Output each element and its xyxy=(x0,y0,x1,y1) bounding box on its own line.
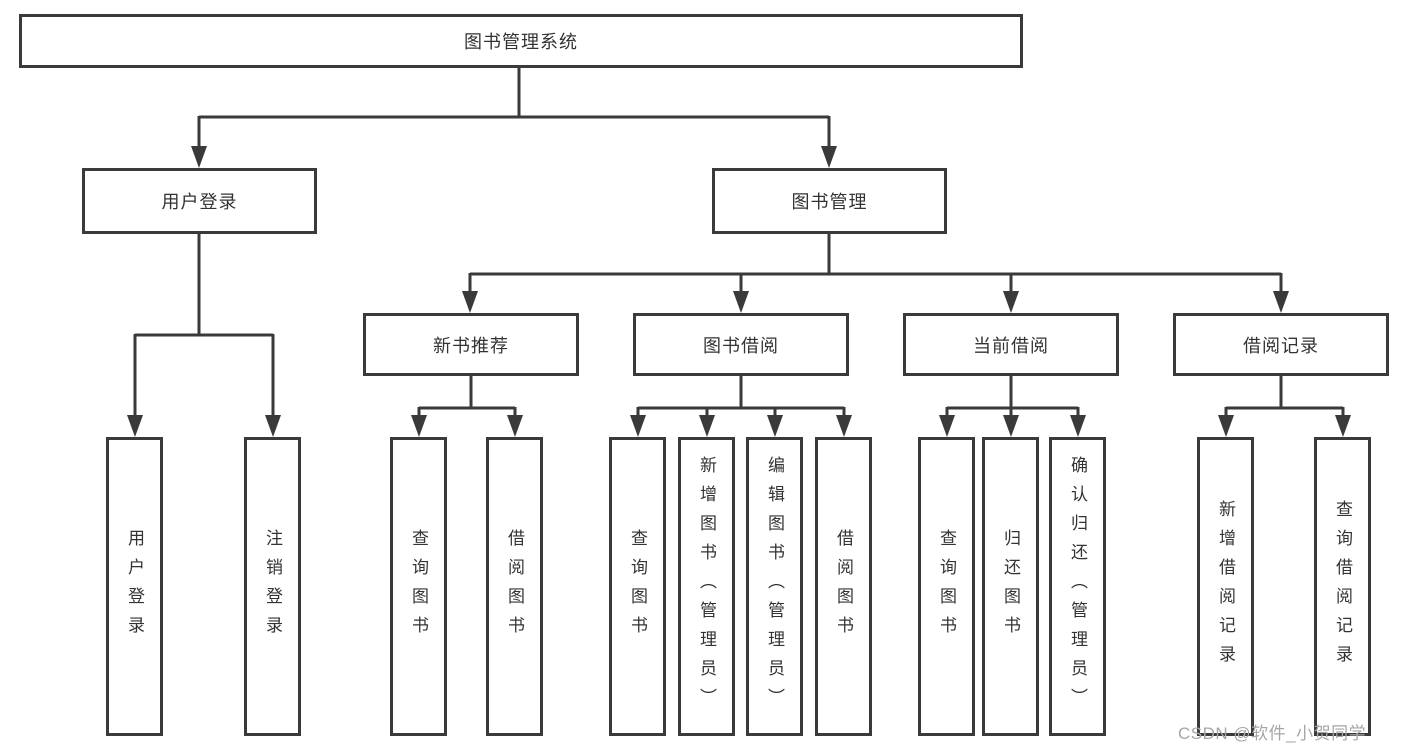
arrowhead xyxy=(630,415,646,437)
node-label: 注销登录 xyxy=(263,528,282,645)
node-library-management-system: 图书管理系统 xyxy=(19,14,1023,68)
arrowhead xyxy=(1335,415,1351,437)
leaf-borrow-books-recommend: 借阅图书 xyxy=(486,437,543,736)
connector-bookmgmt-to-level2 xyxy=(462,234,1289,313)
node-label: 图书借阅 xyxy=(703,335,779,356)
arrowhead xyxy=(767,415,783,437)
arrowhead xyxy=(699,415,715,437)
arrowhead xyxy=(1003,415,1019,437)
node-label: 当前借阅 xyxy=(973,335,1049,356)
node-label: 查询图书 xyxy=(409,528,428,645)
node-label: 用户登录 xyxy=(125,528,144,645)
node-label: 图书管理 xyxy=(791,192,868,212)
node-label: 新增借阅记录 xyxy=(1216,499,1235,674)
leaf-confirm-return-admin: 确认归还（管理员） xyxy=(1049,437,1106,736)
node-new-book-recommendation: 新书推荐 xyxy=(363,313,579,376)
connector-root-to-level1 xyxy=(191,67,837,168)
leaf-edit-books-admin: 编辑图书（管理员） xyxy=(746,437,803,736)
arrowhead xyxy=(265,415,281,437)
arrowhead xyxy=(1003,291,1019,313)
node-label: 确认归还（管理员） xyxy=(1068,456,1087,717)
node-label: 图书管理系统 xyxy=(464,32,578,52)
leaf-query-books-current: 查询图书 xyxy=(918,437,975,736)
node-label: 借阅记录 xyxy=(1243,335,1319,356)
arrowhead xyxy=(821,146,837,168)
arrowhead xyxy=(1070,415,1086,437)
node-label: 查询图书 xyxy=(937,528,956,645)
leaf-query-books-recommend: 查询图书 xyxy=(390,437,447,736)
connector-records-to-leaves xyxy=(1218,376,1351,437)
leaf-add-books-admin: 新增图书（管理员） xyxy=(678,437,735,736)
leaf-return-books: 归还图书 xyxy=(982,437,1039,736)
node-borrowing-records: 借阅记录 xyxy=(1173,313,1389,376)
leaf-logout: 注销登录 xyxy=(244,437,301,736)
arrowhead xyxy=(411,415,427,437)
arrowhead xyxy=(1273,291,1289,313)
node-label: 新增图书（管理员） xyxy=(697,456,716,717)
csdn-watermark: CSDN @软件_小贺同学 xyxy=(1178,724,1367,743)
connector-login-to-leaves xyxy=(127,234,281,437)
leaf-query-borrow-record: 查询借阅记录 xyxy=(1314,437,1371,736)
node-label: 借阅图书 xyxy=(505,528,524,645)
node-book-management: 图书管理 xyxy=(712,168,947,234)
arrowhead xyxy=(462,291,478,313)
arrowhead xyxy=(1218,415,1234,437)
node-label: 编辑图书（管理员） xyxy=(765,456,784,717)
node-label: 借阅图书 xyxy=(834,528,853,645)
node-label: 查询图书 xyxy=(628,528,647,645)
arrowhead xyxy=(507,415,523,437)
node-label: 查询借阅记录 xyxy=(1333,499,1352,674)
connector-current-to-leaves xyxy=(939,376,1086,437)
arrowhead xyxy=(939,415,955,437)
node-label: 归还图书 xyxy=(1001,528,1020,645)
node-label: 用户登录 xyxy=(161,192,238,212)
leaf-query-books-borrow: 查询图书 xyxy=(609,437,666,736)
leaf-borrow-books: 借阅图书 xyxy=(815,437,872,736)
node-current-borrowing: 当前借阅 xyxy=(903,313,1119,376)
arrowhead xyxy=(733,291,749,313)
node-label: 新书推荐 xyxy=(433,335,509,356)
arrowhead xyxy=(191,146,207,168)
leaf-add-borrow-record: 新增借阅记录 xyxy=(1197,437,1254,736)
leaf-user-login: 用户登录 xyxy=(106,437,163,736)
node-user-login: 用户登录 xyxy=(82,168,317,234)
node-book-borrowing: 图书借阅 xyxy=(633,313,849,376)
arrowhead xyxy=(836,415,852,437)
connector-newbooks-to-leaves xyxy=(411,376,523,437)
arrowhead xyxy=(127,415,143,437)
connector-borrow-to-leaves xyxy=(630,376,852,437)
